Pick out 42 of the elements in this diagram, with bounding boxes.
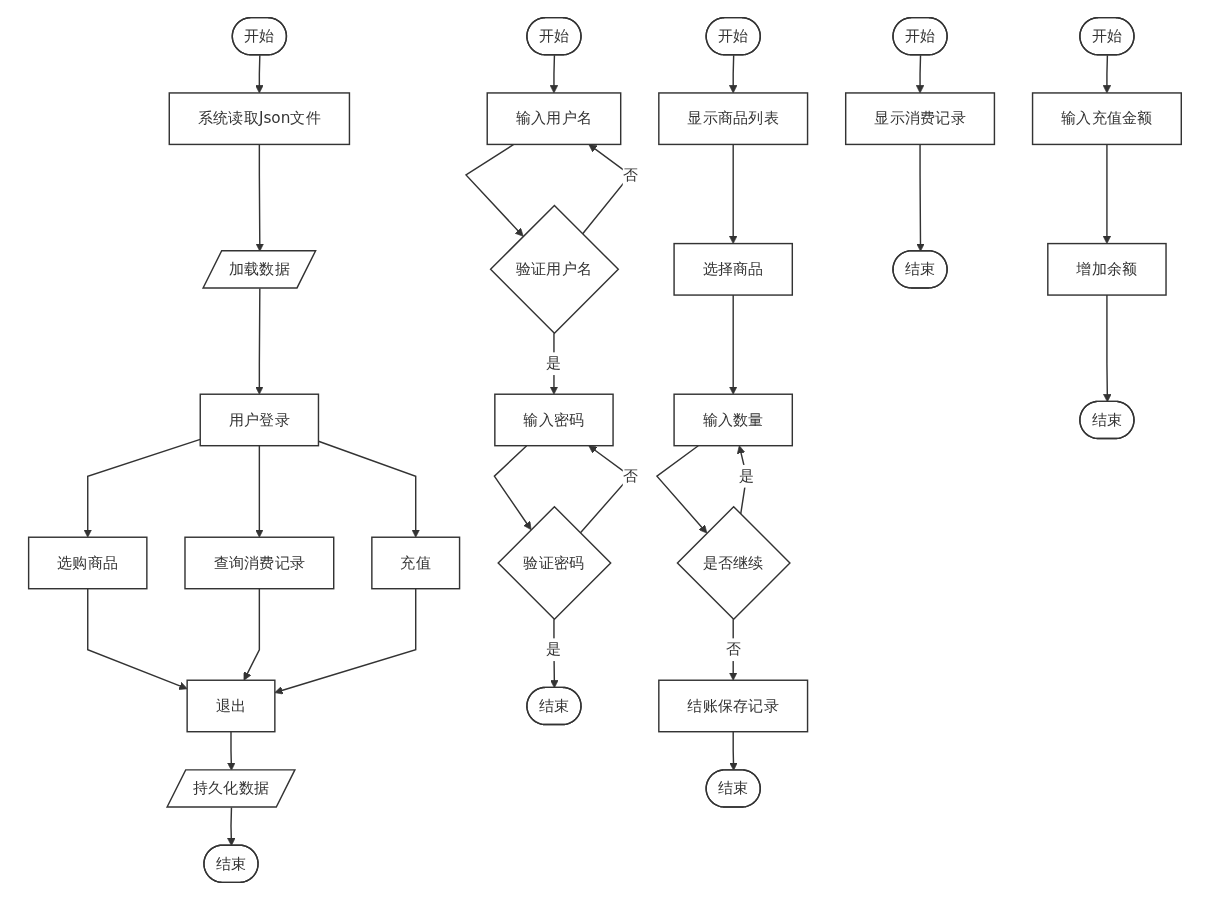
arrow <box>728 54 737 94</box>
node-box: 选购商品 <box>27 536 148 590</box>
arrow <box>1102 294 1112 403</box>
node-box: 输入密码 <box>493 393 614 447</box>
node-box: 系统读取Json文件 <box>168 92 350 146</box>
arrow <box>728 731 738 771</box>
node-box: 选择商品 <box>672 242 793 296</box>
arrow <box>728 143 737 244</box>
arrow <box>915 54 924 94</box>
node-diamond: 验证密码 <box>496 505 612 621</box>
arrow <box>915 143 925 252</box>
node-box: 增加余额 <box>1046 242 1167 296</box>
arrow <box>243 588 260 681</box>
node-diamond: 验证用户名 <box>489 204 619 335</box>
node-box: 显示商品列表 <box>657 92 808 146</box>
node-box: 显示消费记录 <box>844 92 995 146</box>
node-diamond: 是否继续 <box>675 505 791 621</box>
arrow <box>549 54 558 94</box>
arrow <box>1102 54 1111 94</box>
arrow <box>254 445 264 538</box>
edge-label: 是 <box>545 640 562 659</box>
node-box: 结账保存记录 <box>657 679 808 733</box>
arrow <box>492 445 531 530</box>
node-box: 输入数量 <box>672 393 793 447</box>
arrow <box>655 445 707 534</box>
node-box: 输入用户名 <box>486 92 621 146</box>
edge-label: 否 <box>622 466 638 485</box>
edge-label: 否 <box>622 165 638 184</box>
arrow <box>728 294 737 395</box>
arrow <box>254 287 264 395</box>
edge-label: 是 <box>738 466 754 485</box>
node-box: 输入充值金额 <box>1031 92 1182 146</box>
node-box: 充值 <box>370 536 460 590</box>
edge-label: 是 <box>545 354 562 373</box>
node-box: 退出 <box>185 679 276 733</box>
edge-label: 否 <box>725 640 741 659</box>
arrow <box>274 588 416 695</box>
arrow <box>464 143 524 237</box>
node-box: 用户登录 <box>199 393 319 447</box>
arrow <box>1102 143 1111 244</box>
arrow <box>254 54 264 94</box>
node-box: 查询消费记录 <box>183 536 334 590</box>
